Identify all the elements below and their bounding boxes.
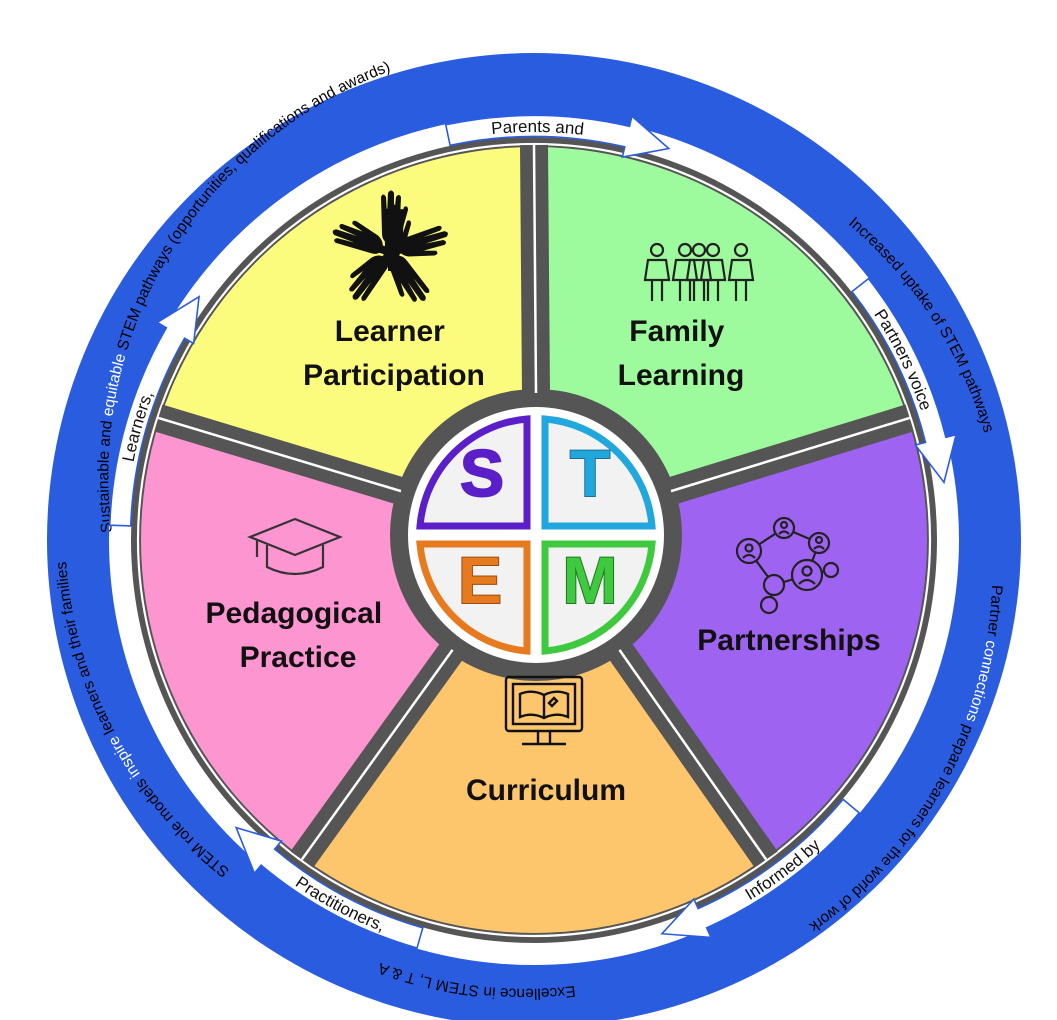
stem-hub-bg bbox=[408, 407, 664, 663]
curriculum-label: Curriculum bbox=[466, 774, 626, 807]
stem-quad-e bbox=[416, 540, 531, 655]
arrow-top bbox=[444, 114, 671, 159]
segment-curriculum bbox=[303, 653, 765, 933]
learner-participation-label: Learner Participation bbox=[303, 315, 485, 392]
hands-icon bbox=[329, 190, 454, 311]
divider-stripe-4 bbox=[157, 416, 402, 493]
partnerships-label: Partnerships bbox=[697, 624, 880, 657]
stem-quad-m bbox=[541, 540, 656, 655]
segment-labels: Learner Participation Family Learning Pa… bbox=[205, 315, 880, 807]
segment-family bbox=[534, 147, 908, 490]
stem-letter-t: T bbox=[570, 436, 610, 510]
stem-hub: S T E M bbox=[408, 407, 664, 663]
network-icon bbox=[735, 516, 840, 615]
arrow-bottom-right bbox=[660, 798, 861, 939]
divider-stripe-2 bbox=[618, 649, 768, 861]
dividers-group bbox=[154, 144, 914, 868]
computer-book-icon bbox=[504, 675, 584, 746]
stem-letter-e: E bbox=[458, 543, 502, 617]
stem-letter-m: M bbox=[563, 543, 618, 617]
divider-stripe-0 bbox=[532, 144, 538, 394]
family-icon bbox=[643, 242, 755, 303]
graduation-cap-icon bbox=[247, 517, 343, 576]
arrow-right bbox=[850, 277, 958, 485]
road-ring-line bbox=[136, 142, 932, 938]
divider-stripe-3 bbox=[300, 649, 454, 861]
arrow-bottom-left bbox=[234, 826, 424, 950]
stem-quad-t bbox=[541, 415, 656, 530]
family-learning-label: Family Learning bbox=[618, 315, 745, 392]
pedagogical-practice-label: Pedagogical Practice bbox=[205, 597, 390, 674]
arrow-left bbox=[108, 295, 201, 527]
stem-letter-s: S bbox=[460, 436, 504, 510]
stem-quad-s bbox=[416, 415, 531, 530]
arrow-label-top: Parents and bbox=[490, 117, 585, 139]
divider-stripe-1 bbox=[670, 416, 911, 493]
